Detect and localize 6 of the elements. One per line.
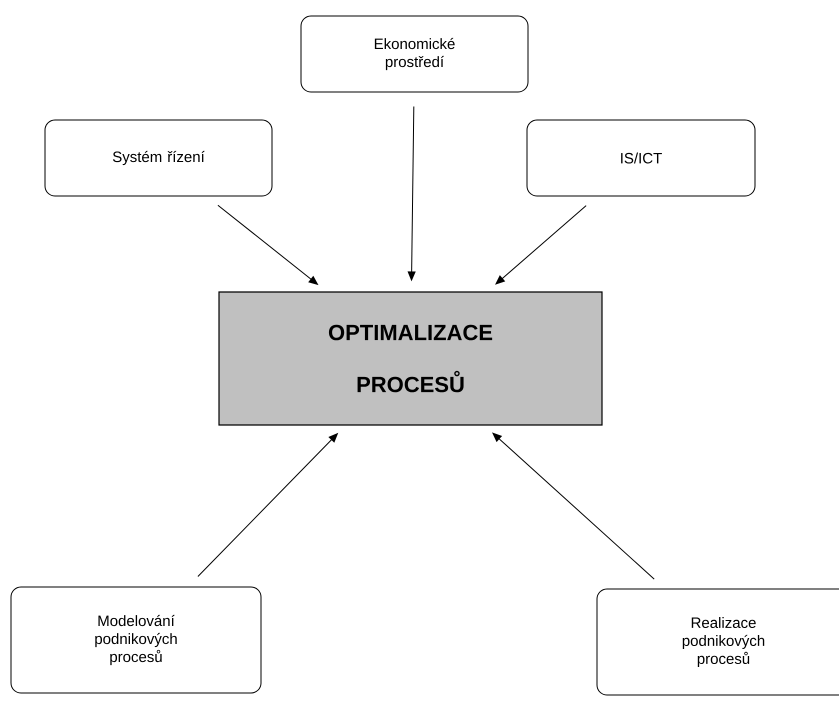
rounded-box: Modelování podnikových procesů (10, 586, 262, 694)
rounded-box: Ekonomické prostředí (300, 16, 528, 92)
rounded-box: Realizace podnikových procesů (596, 588, 839, 696)
rounded-box: Systém řízení (44, 120, 272, 196)
rounded-box: IS/ICT (526, 120, 756, 196)
process-box: OPTIMALIZACE PROCESŮ (218, 291, 603, 426)
